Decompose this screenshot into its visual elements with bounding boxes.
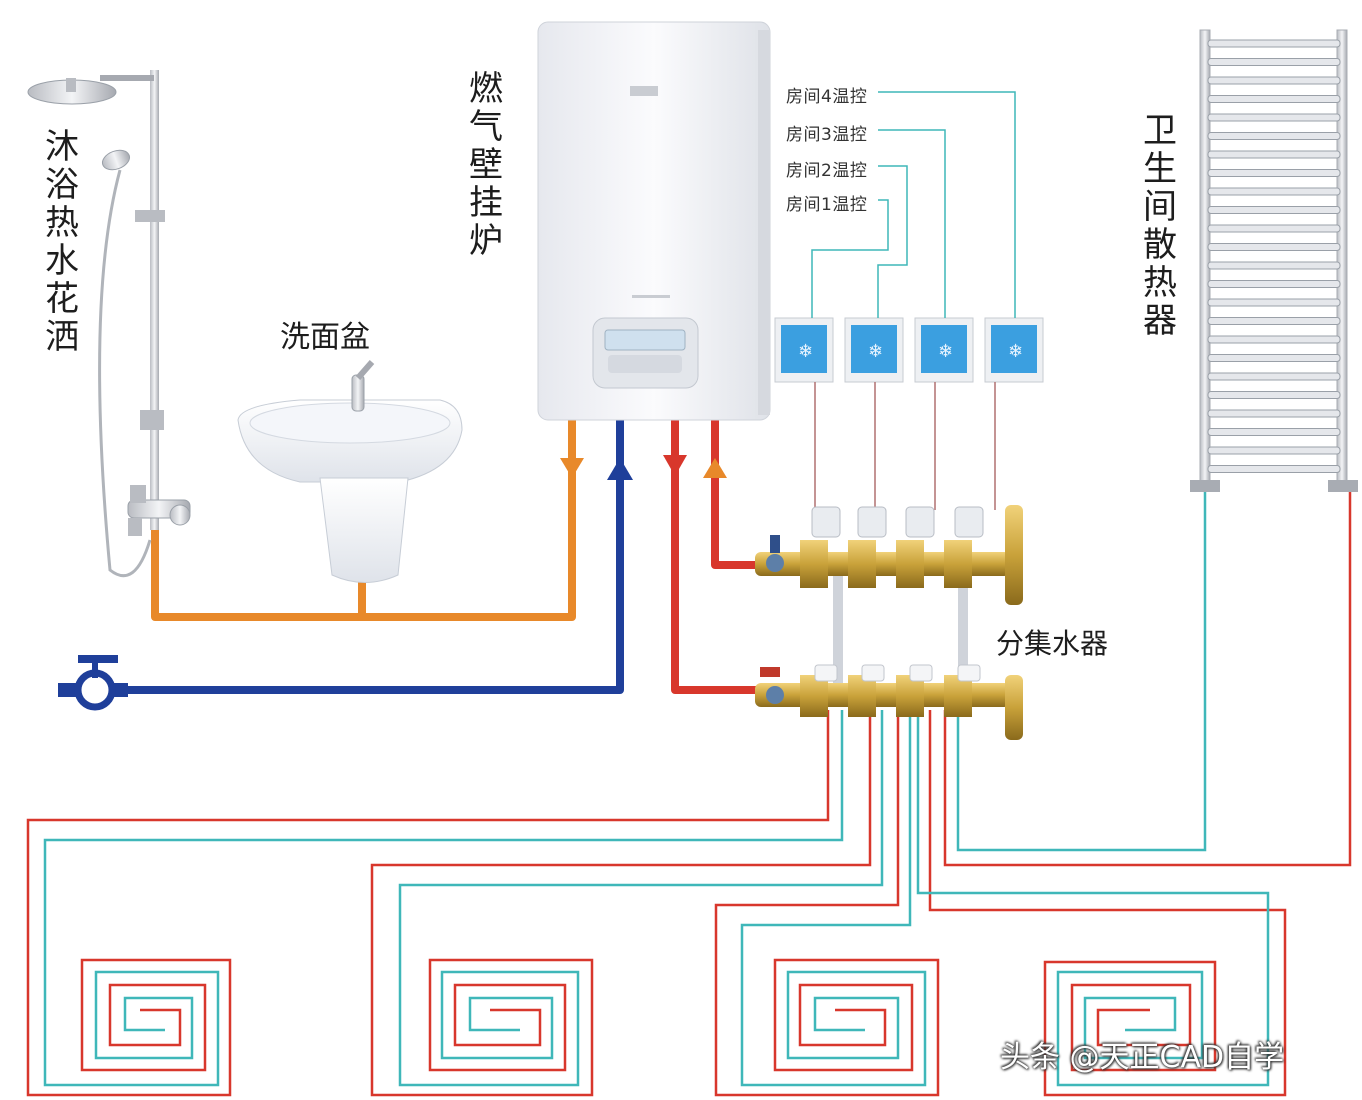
radiator-rail: [1207, 261, 1341, 270]
hot-water-down-arrow: [560, 458, 584, 478]
hand-shower-icon: [101, 149, 131, 171]
heating-return-up-arrow: [703, 458, 727, 478]
radiator-supply-pipe: [943, 490, 1352, 867]
radiator-rail: [1207, 150, 1341, 159]
radiator-rail: [1207, 317, 1341, 325]
radiator-rail: [1207, 39, 1341, 48]
boiler-label: 燃气壁挂炉: [469, 69, 503, 261]
shower-rail: [150, 70, 159, 530]
towel-radiator-icon: [1190, 29, 1358, 492]
cold-water-valve-icon: [58, 655, 128, 711]
radiator-rail: [1207, 76, 1341, 85]
loop-4-supply-pipe: [928, 710, 1287, 1097]
room1-thermostat-label: 房间1温控: [786, 195, 868, 215]
loop-2-supply-pipe: [370, 710, 872, 1097]
radiator-rail: [1207, 465, 1341, 473]
boiler-display: [604, 329, 686, 351]
svg-text:❄: ❄: [938, 341, 953, 362]
manifold-label: 分集水器: [996, 627, 1109, 660]
cold-water-main-pipe: [120, 420, 624, 694]
radiator-rail: [1207, 409, 1341, 418]
wash-basin-icon: [237, 360, 463, 583]
thermostat-2: ❄: [844, 317, 904, 383]
radiator-rail: [1207, 428, 1341, 436]
watermark: 头条 @天正CAD自学: [1000, 1040, 1285, 1075]
radiator-loop: [943, 490, 1352, 867]
radiator-rail: [1207, 298, 1341, 307]
loop-1-supply-pipe: [26, 710, 830, 1097]
thermostat-3: ❄: [914, 317, 974, 383]
radiator-rail: [1207, 391, 1341, 399]
manifold-icon: [755, 505, 1023, 740]
cold-water-pipes: [120, 420, 624, 694]
loop-3-supply-pipe: [714, 710, 940, 1097]
radiator-rail: [1207, 280, 1341, 288]
radiator-rail: [1207, 187, 1341, 196]
heating-supply-down-arrow: [663, 455, 687, 476]
heating-return-pipe: [711, 420, 760, 569]
boiler-control-panel: [592, 317, 699, 389]
heating-supply-pipe: [671, 420, 760, 694]
room4-thermostat-label: 房间4温控: [786, 87, 868, 107]
thermostats: ❄ ❄ ❄ ❄: [774, 317, 1044, 383]
gas-boiler-icon: [537, 21, 771, 421]
radiator-rail: [1207, 335, 1341, 344]
room3-thermostat-label: 房间3温控: [786, 125, 868, 145]
svg-text:❄: ❄: [798, 341, 813, 362]
shower-hose: [98, 169, 152, 578]
shower-label: 沐浴热水花洒: [45, 127, 79, 357]
basin-faucet-icon: [351, 374, 365, 412]
radiator-rail: [1207, 206, 1341, 214]
floor-loop-2: [370, 710, 884, 1097]
radiator-rail: [1207, 372, 1341, 381]
radiator-return-pipe: [956, 490, 1207, 852]
radiator-rail: [1207, 224, 1341, 233]
floor-loop-1: [26, 710, 844, 1097]
thermostat-1: ❄: [774, 317, 834, 383]
thermostat-actuator-wires: [814, 382, 996, 510]
loop-2-return-pipe: [398, 710, 884, 1087]
radiator-rail: [1207, 132, 1341, 140]
radiator-rail: [1207, 169, 1341, 177]
floor-loop-3: [714, 710, 940, 1097]
svg-text:❄: ❄: [1008, 341, 1023, 362]
loop-1-return-pipe: [43, 710, 844, 1087]
room2-thermostat-label: 房间2温控: [786, 161, 868, 181]
radiator-rail: [1207, 354, 1341, 362]
floor-loop-4: [916, 710, 1287, 1097]
radiator-rail: [1207, 113, 1341, 122]
radiator-rail: [1207, 95, 1341, 103]
loop-3-return-pipe: [740, 710, 927, 1087]
loop-4-return-pipe: [916, 710, 1270, 1087]
radiator-label: 卫生间散热器: [1143, 111, 1177, 341]
basin-label: 洗面盆: [280, 320, 370, 355]
thermostat-label-leaders: [811, 91, 1016, 318]
floor-heating-loops: [26, 490, 1352, 1097]
thermostat-4: ❄: [984, 317, 1044, 383]
cold-water-up-arrow: [607, 458, 633, 480]
radiator-rail: [1207, 446, 1341, 455]
radiator-rail: [1207, 243, 1341, 251]
radiator-rail: [1207, 58, 1341, 66]
shower-assembly: [27, 70, 191, 578]
svg-text:❄: ❄: [868, 341, 883, 362]
